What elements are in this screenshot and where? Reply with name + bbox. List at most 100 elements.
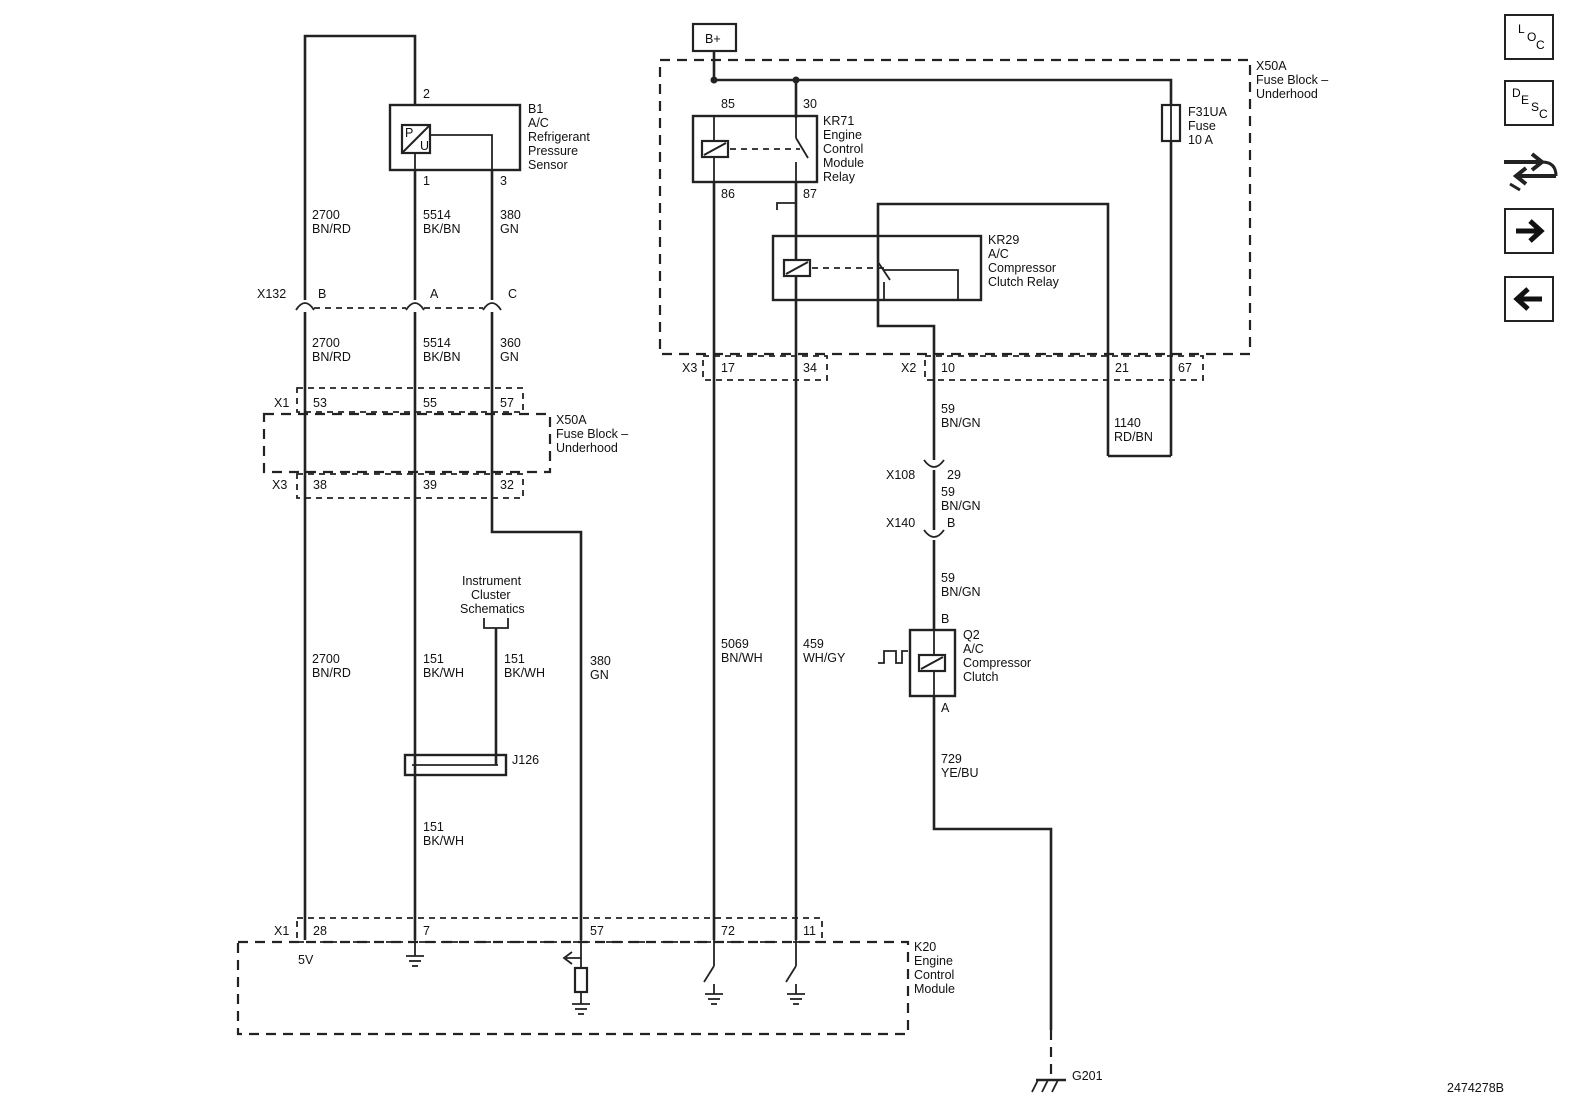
- svg-text:10 A: 10 A: [1188, 133, 1214, 147]
- svg-text:Fuse: Fuse: [1188, 119, 1216, 133]
- svg-text:X3: X3: [682, 361, 697, 375]
- x1-bottom-labels: X1 28 7 57 72 11: [274, 924, 816, 938]
- bplus-bus: [714, 78, 1173, 105]
- j126-label: J126: [512, 753, 539, 767]
- kr71-relay: [691, 114, 819, 184]
- b1-pin-1: 1: [423, 174, 430, 188]
- svg-text:Refrigerant: Refrigerant: [528, 130, 590, 144]
- previous-page-button[interactable]: [1504, 276, 1554, 322]
- svg-text:59: 59: [941, 402, 955, 416]
- svg-text:GN: GN: [500, 350, 519, 364]
- kr29-label: KR29 A/C Compressor Clutch Relay: [988, 233, 1060, 289]
- svg-text:X2: X2: [901, 361, 916, 375]
- wire-2700-loop: [303, 34, 417, 300]
- svg-text:86: 86: [721, 187, 735, 201]
- svg-text:K20: K20: [914, 940, 936, 954]
- kr29-switch: [883, 269, 959, 300]
- b1-pin-3: 3: [500, 174, 507, 188]
- svg-text:2700: 2700: [312, 336, 340, 350]
- b1-letter-p: P: [405, 126, 413, 140]
- wire-360-380-main: [490, 312, 583, 940]
- svg-text:X1: X1: [274, 396, 289, 410]
- svg-text:34: 34: [803, 361, 817, 375]
- q2-pins: B A: [941, 612, 950, 715]
- x132-connector: X132 B A C: [257, 287, 517, 311]
- b1-sensor-box: [388, 103, 522, 172]
- location-button[interactable]: L O C: [1504, 14, 1554, 60]
- svg-text:BN/RD: BN/RD: [312, 350, 351, 364]
- arrow-left-icon: [1513, 287, 1542, 311]
- svg-text:Underhood: Underhood: [556, 441, 618, 455]
- svg-text:Instrument: Instrument: [462, 574, 522, 588]
- svg-text:Underhood: Underhood: [1256, 87, 1318, 101]
- x3-right-connector: [702, 355, 828, 381]
- svg-text:17: 17: [721, 361, 735, 375]
- svg-text:BN/RD: BN/RD: [312, 666, 351, 680]
- arrow-right-icon: [1516, 219, 1545, 243]
- ecm-switch-72: [703, 940, 723, 1005]
- svg-text:A/C: A/C: [963, 642, 984, 656]
- svg-text:G201: G201: [1072, 1069, 1103, 1083]
- svg-text:151: 151: [504, 652, 525, 666]
- svg-text:X3: X3: [272, 478, 287, 492]
- svg-text:GN: GN: [500, 222, 519, 236]
- svg-text:380: 380: [500, 208, 521, 222]
- svg-text:BN/GN: BN/GN: [941, 416, 981, 430]
- svg-text:32: 32: [500, 478, 514, 492]
- svg-text:28: 28: [313, 924, 327, 938]
- svg-text:Q2: Q2: [963, 628, 980, 642]
- svg-text:KR29: KR29: [988, 233, 1019, 247]
- svg-text:GN: GN: [590, 668, 609, 682]
- x1-bottom-connector: [296, 917, 823, 943]
- kr71-pins: 85 30 86 87: [721, 97, 817, 201]
- x140-connector: [923, 529, 945, 538]
- loc-letter-l: L: [1518, 22, 1525, 36]
- svg-text:Module: Module: [823, 156, 864, 170]
- q2-compressor-clutch: [908, 628, 957, 698]
- svg-text:57: 57: [590, 924, 604, 938]
- x3-right-labels: X3 17 34: [682, 361, 817, 375]
- svg-text:5514: 5514: [423, 336, 451, 350]
- svg-text:X1: X1: [274, 924, 289, 938]
- svg-text:X50A: X50A: [1256, 59, 1287, 73]
- next-page-button[interactable]: [1504, 208, 1554, 254]
- ecm-ground-7: [406, 940, 424, 967]
- svg-text:Cluster: Cluster: [471, 588, 511, 602]
- svg-text:360: 360: [500, 336, 521, 350]
- svg-text:BK/BN: BK/BN: [423, 222, 461, 236]
- svg-text:67: 67: [1178, 361, 1192, 375]
- wire-kr29-out: [876, 300, 936, 360]
- svg-text:Relay: Relay: [823, 170, 856, 184]
- svg-text:30: 30: [803, 97, 817, 111]
- svg-text:BN/WH: BN/WH: [721, 651, 763, 665]
- svg-text:A/C: A/C: [528, 116, 549, 130]
- x2-connector: [924, 355, 1204, 381]
- svg-text:BK/WH: BK/WH: [423, 666, 464, 680]
- desc-letter-c: C: [1539, 107, 1548, 121]
- svg-text:C: C: [508, 287, 517, 301]
- svg-text:87: 87: [803, 187, 817, 201]
- svg-text:B: B: [947, 516, 955, 530]
- svg-text:BK/BN: BK/BN: [423, 350, 461, 364]
- x50a-left-fuse-block: X1 53 55 57 X3 38 39 32 X50A Fuse Block …: [262, 387, 628, 499]
- description-button[interactable]: D E S C: [1504, 80, 1554, 126]
- svg-text:21: 21: [1115, 361, 1129, 375]
- svg-text:Clutch Relay: Clutch Relay: [988, 275, 1060, 289]
- kr71-label: KR71 Engine Control Module Relay: [823, 114, 864, 184]
- wiring-swap-button[interactable]: [1500, 146, 1560, 196]
- pwm-symbol: [878, 650, 908, 664]
- svg-text:Module: Module: [914, 982, 955, 996]
- svg-text:BK/WH: BK/WH: [504, 666, 545, 680]
- svg-text:151: 151: [423, 652, 444, 666]
- svg-text:X140: X140: [886, 516, 915, 530]
- q2-label: Q2 A/C Compressor Clutch: [963, 628, 1031, 684]
